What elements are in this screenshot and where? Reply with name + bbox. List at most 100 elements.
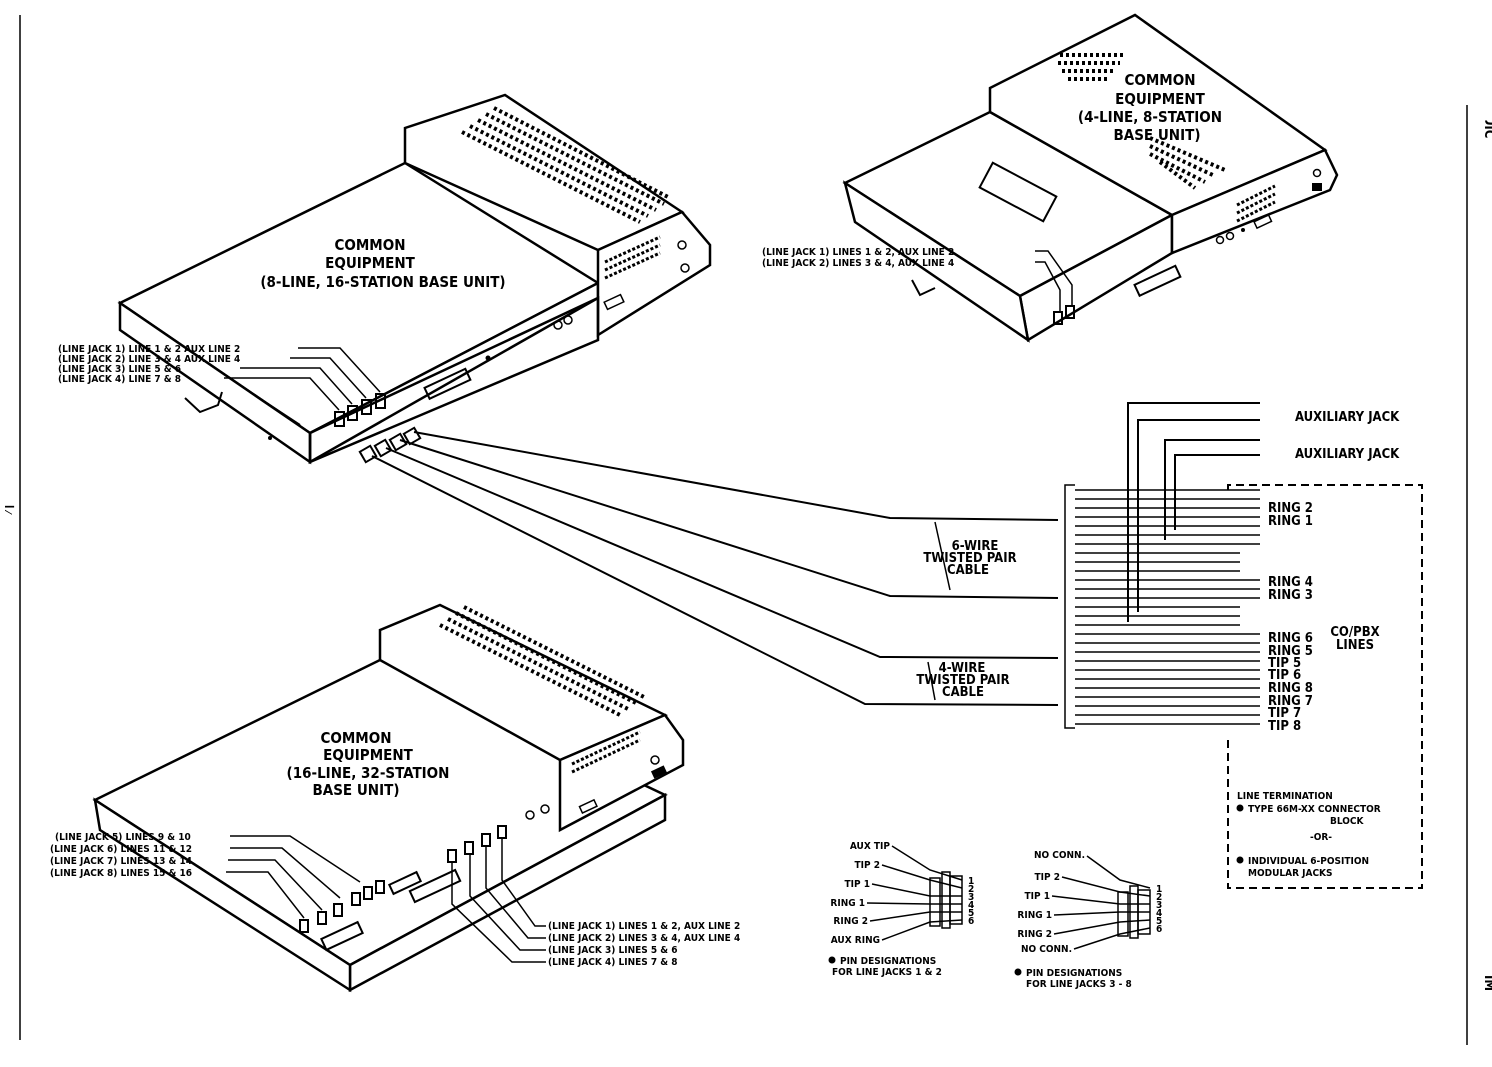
svg-text:4: 4 bbox=[968, 900, 974, 911]
unit-8-title-1: COMMON bbox=[1124, 71, 1195, 89]
unit-32-jacks-left bbox=[299, 880, 385, 933]
svg-text:PIN DESIGNATIONS: PIN DESIGNATIONS bbox=[840, 956, 936, 967]
unit-16-station: COMMON EQUIPMENT (8-LINE, 16-STATION BAS… bbox=[58, 93, 712, 465]
svg-text:TIP 6: TIP 6 bbox=[1268, 668, 1301, 683]
unit-8-station: COMMON EQUIPMENT (4-LINE, 8-STATION BASE… bbox=[762, 13, 1339, 343]
unit-16-title-3: (8-LINE, 16-STATION BASE UNIT) bbox=[260, 273, 505, 291]
line-termination-option-1a: TYPE 66M-XX CONNECTOR bbox=[1248, 804, 1381, 815]
ring-tip-labels: RING 2 RING 1 RING 4 RING 3 RING 6 RING … bbox=[1268, 501, 1313, 734]
line-jack-1 bbox=[334, 411, 345, 427]
unit-32-title-3: (16-LINE, 32-STATION bbox=[287, 764, 450, 782]
unit-32-title-1: COMMON bbox=[320, 729, 391, 747]
svg-text:FOR LINE JACKS 3 - 8: FOR LINE JACKS 3 - 8 bbox=[1026, 979, 1132, 990]
cable-4-wire-label-3: CABLE bbox=[942, 685, 984, 700]
unit-16-title-2: EQUIPMENT bbox=[325, 254, 416, 272]
svg-text:3: 3 bbox=[1156, 900, 1162, 911]
svg-text:5: 5 bbox=[1156, 916, 1162, 927]
unit-32-right-label-1: (LINE JACK 1) LINES 1 & 2, AUX LINE 2 bbox=[548, 921, 740, 932]
cable-4-wire-label-1: 4-WIRE bbox=[939, 661, 986, 676]
unit-32-left-label-3: (LINE JACK 7) LINES 13 & 14 bbox=[50, 856, 192, 867]
svg-text:RING 7: RING 7 bbox=[1268, 694, 1313, 709]
line-termination-option-2a: INDIVIDUAL 6-POSITION bbox=[1248, 856, 1369, 867]
cable-6-wire-label-2: TWISTED PAIR bbox=[923, 551, 1016, 566]
svg-text:TIP 8: TIP 8 bbox=[1268, 719, 1301, 734]
svg-text:5: 5 bbox=[968, 908, 974, 919]
unit-8-jack-label-2: (LINE JACK 2) LINES 3 & 4, AUX LINE 4 bbox=[762, 258, 954, 269]
aux-jack-label-2: AUXILIARY JACK bbox=[1295, 447, 1400, 462]
cable-plugs bbox=[358, 426, 422, 464]
svg-text:TIP 5: TIP 5 bbox=[1268, 656, 1301, 671]
line-jack-2 bbox=[347, 405, 358, 421]
svg-text:2: 2 bbox=[1156, 892, 1162, 903]
cable-4-wire-label-2: TWISTED PAIR bbox=[916, 673, 1009, 688]
svg-text:TIP 7: TIP 7 bbox=[1268, 706, 1301, 721]
co-pbx-label-1: CO/PBX bbox=[1330, 625, 1379, 640]
cable-runs bbox=[371, 431, 1059, 706]
svg-text:FOR LINE JACKS 1 & 2: FOR LINE JACKS 1 & 2 bbox=[832, 967, 942, 978]
svg-text:2: 2 bbox=[968, 884, 974, 895]
svg-text:1: 1 bbox=[1156, 884, 1162, 895]
unit-32-station: COMMON EQUIPMENT (16-LINE, 32-STATION BA… bbox=[50, 603, 740, 993]
unit-16-jack-label-1: (LINE JACK 1) LINE 1 & 2 AUX LINE 2 bbox=[58, 344, 240, 355]
svg-text:RING 1: RING 1 bbox=[1268, 514, 1313, 529]
line-termination-option-2b: MODULAR JACKS bbox=[1248, 868, 1333, 879]
pin-diagram-jacks-3-8: NO CONN. TIP 2 TIP 1 RING 1 RING 2 NO CO… bbox=[1014, 850, 1162, 990]
unit-32-right-label-4: (LINE JACK 4) LINES 7 & 8 bbox=[548, 957, 678, 968]
line-jack-4 bbox=[375, 393, 386, 409]
line-termination-heading: LINE TERMINATION bbox=[1237, 791, 1333, 802]
unit-8-title-4: BASE UNIT) bbox=[1113, 126, 1200, 144]
unit-16-title-1: COMMON bbox=[334, 236, 405, 254]
svg-text:RING 8: RING 8 bbox=[1268, 681, 1313, 696]
svg-text:TIP 1: TIP 1 bbox=[845, 879, 870, 890]
svg-text:TIP 2: TIP 2 bbox=[1035, 872, 1060, 883]
svg-text:TIP 1: TIP 1 bbox=[1025, 891, 1050, 902]
svg-text:4: 4 bbox=[1156, 908, 1162, 919]
svg-text:RING 1: RING 1 bbox=[830, 898, 865, 909]
unit-8-jack-label-1: (LINE JACK 1) LINES 1 & 2, AUX LINE 2 bbox=[762, 247, 954, 258]
svg-text:RING 6: RING 6 bbox=[1268, 631, 1313, 646]
svg-text:RING 2: RING 2 bbox=[1268, 501, 1313, 516]
svg-text:RING 3: RING 3 bbox=[1268, 588, 1313, 603]
unit-32-right-label-3: (LINE JACK 3) LINES 5 & 6 bbox=[548, 945, 678, 956]
co-pbx-label-2: LINES bbox=[1336, 638, 1374, 653]
pin-diagram-jacks-1-2: AUX TIP TIP 2 TIP 1 RING 1 RING 2 AUX RI… bbox=[828, 841, 974, 978]
svg-text:AUX RING: AUX RING bbox=[831, 935, 880, 946]
unit-32-title-4: BASE UNIT) bbox=[312, 781, 399, 799]
unit-8-jack-1 bbox=[1053, 311, 1063, 325]
unit-16-jack-label-4: (LINE JACK 4) LINE 7 & 8 bbox=[58, 374, 181, 385]
svg-text:RING 1: RING 1 bbox=[1017, 910, 1052, 921]
svg-text:AUX TIP: AUX TIP bbox=[850, 841, 891, 852]
svg-text:NO CONN.: NO CONN. bbox=[1034, 850, 1085, 861]
line-termination-box bbox=[1227, 484, 1423, 889]
svg-text:RING 5: RING 5 bbox=[1268, 644, 1313, 659]
connector-block-wiring bbox=[1064, 402, 1260, 729]
unit-32-left-label-2: (LINE JACK 6) LINES 11 & 12 bbox=[50, 844, 192, 855]
aux-jack-label-1: AUXILIARY JACK bbox=[1295, 410, 1400, 425]
unit-32-left-label-1: (LINE JACK 5) LINES 9 & 10 bbox=[55, 832, 191, 843]
svg-text:RING 2: RING 2 bbox=[1017, 929, 1052, 940]
svg-text:RING 2: RING 2 bbox=[833, 916, 868, 927]
margin-mark-top: ЛС bbox=[1481, 120, 1492, 138]
line-jack-3 bbox=[361, 399, 372, 415]
cable-6-wire-label-3: CABLE bbox=[947, 563, 989, 578]
svg-text:TIP 2: TIP 2 bbox=[855, 860, 880, 871]
svg-text:PIN DESIGNATIONS: PIN DESIGNATIONS bbox=[1026, 968, 1122, 979]
svg-text:NO CONN.: NO CONN. bbox=[1021, 944, 1072, 955]
svg-text:6: 6 bbox=[968, 916, 974, 927]
unit-8-jack-2 bbox=[1065, 305, 1075, 319]
line-termination-or: -OR- bbox=[1310, 832, 1332, 843]
unit-8-title-2: EQUIPMENT bbox=[1115, 90, 1206, 108]
unit-8-title-3: (4-LINE, 8-STATION bbox=[1078, 108, 1222, 126]
svg-text:3: 3 bbox=[968, 892, 974, 903]
svg-text:6: 6 bbox=[1156, 924, 1162, 935]
unit-16-jack-label-2: (LINE JACK 2) LINE 3 & 4 AUX LINE 4 bbox=[58, 354, 240, 365]
svg-text:1: 1 bbox=[968, 876, 974, 887]
svg-text:RING 4: RING 4 bbox=[1268, 575, 1313, 590]
margin-mark-left: ꟾ ⁄ bbox=[2, 505, 15, 515]
unit-32-left-label-4: (LINE JACK 8) LINES 15 & 16 bbox=[50, 868, 192, 879]
margin-mark-bottom: IM bbox=[1481, 975, 1492, 991]
line-termination-option-1b: BLOCK bbox=[1330, 816, 1364, 827]
cable-6-wire-label-1: 6-WIRE bbox=[952, 539, 999, 554]
unit-16-jack-label-3: (LINE JACK 3) LINE 5 & 6 bbox=[58, 364, 181, 375]
unit-32-title-2: EQUIPMENT bbox=[323, 746, 414, 764]
